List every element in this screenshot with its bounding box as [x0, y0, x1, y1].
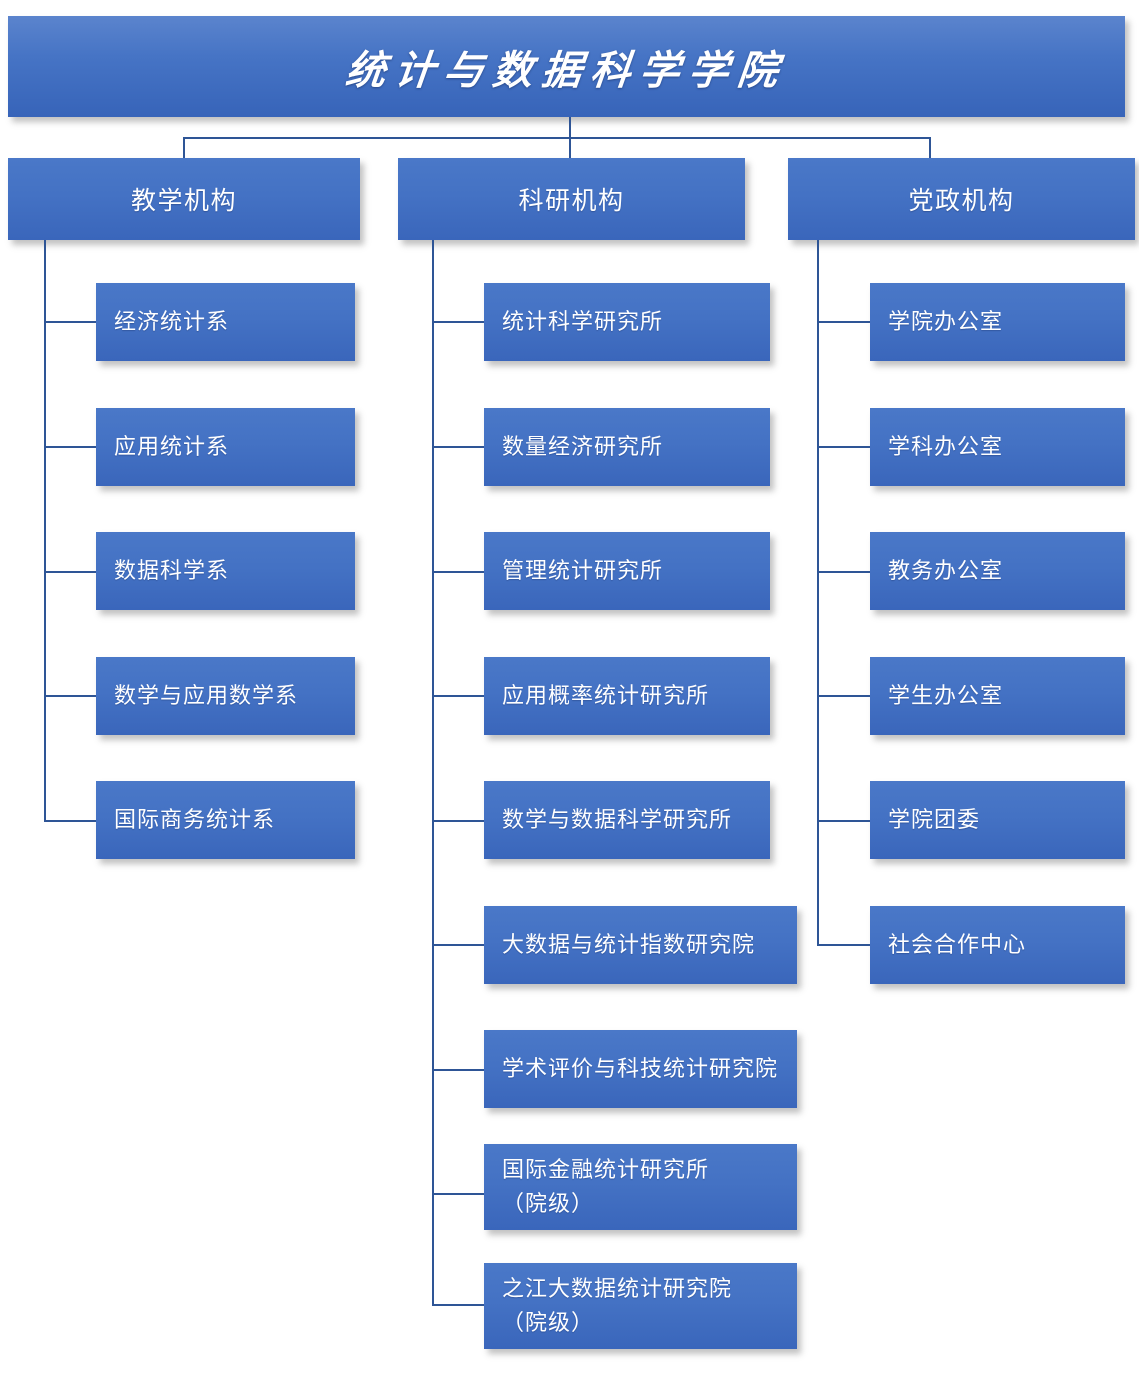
connector-root-stem [569, 117, 571, 138]
connector-elbow-research-1 [432, 446, 484, 448]
leaf-administration-4[interactable]: 学院团委 [870, 781, 1125, 859]
connector-elbow-teaching-4 [44, 820, 96, 822]
leaf-label: 应用统计系 [114, 433, 230, 459]
leaf-administration-3[interactable]: 学生办公室 [870, 657, 1125, 735]
leaf-administration-0[interactable]: 学院办公室 [870, 283, 1125, 361]
connector-to-branch-teaching [183, 137, 185, 158]
branch-header-research[interactable]: 科研机构 [398, 158, 745, 240]
connector-elbow-teaching-1 [44, 446, 96, 448]
leaf-label: 学院团委 [888, 806, 981, 832]
leaf-label: 国际金融统计研究所 （院级） [502, 1156, 710, 1216]
leaf-label: 国际商务统计系 [114, 806, 276, 832]
connector-elbow-administration-3 [817, 695, 870, 697]
connector-elbow-teaching-2 [44, 571, 96, 573]
connector-elbow-research-6 [432, 1069, 484, 1071]
leaf-administration-1[interactable]: 学科办公室 [870, 408, 1125, 486]
connector-elbow-administration-1 [817, 446, 870, 448]
branch-label-teaching: 教学机构 [130, 188, 237, 215]
connector-elbow-research-8 [432, 1304, 484, 1306]
leaf-label: 统计科学研究所 [502, 308, 664, 334]
connector-elbow-research-0 [432, 321, 484, 323]
connector-elbow-research-4 [432, 820, 484, 822]
leaf-label: 数据科学系 [114, 557, 230, 583]
leaf-teaching-3[interactable]: 数学与应用数学系 [96, 657, 355, 735]
leaf-administration-5[interactable]: 社会合作中心 [870, 906, 1125, 984]
connector-to-branch-administration [929, 137, 931, 158]
branch-label-research: 科研机构 [518, 188, 625, 215]
leaf-label: 学院办公室 [888, 308, 1004, 334]
connector-spine-research [432, 240, 434, 1305]
connector-spine-administration [817, 240, 819, 945]
leaf-teaching-2[interactable]: 数据科学系 [96, 532, 355, 610]
leaf-research-5[interactable]: 大数据与统计指数研究院 [484, 906, 797, 984]
connector-elbow-research-3 [432, 695, 484, 697]
connector-elbow-administration-0 [817, 321, 870, 323]
leaf-label: 大数据与统计指数研究院 [502, 931, 756, 957]
branch-header-administration[interactable]: 党政机构 [788, 158, 1135, 240]
leaf-label: 社会合作中心 [888, 931, 1027, 957]
connector-elbow-research-7 [432, 1193, 484, 1195]
leaf-label: 学生办公室 [888, 682, 1004, 708]
leaf-research-6[interactable]: 学术评价与科技统计研究院 [484, 1030, 797, 1108]
branch-label-administration: 党政机构 [908, 188, 1015, 215]
connector-elbow-research-5 [432, 944, 484, 946]
leaf-label: 经济统计系 [114, 308, 230, 334]
connector-to-branch-research [569, 137, 571, 158]
leaf-research-1[interactable]: 数量经济研究所 [484, 408, 770, 486]
connector-elbow-teaching-3 [44, 695, 96, 697]
leaf-teaching-1[interactable]: 应用统计系 [96, 408, 355, 486]
leaf-research-7[interactable]: 国际金融统计研究所 （院级） [484, 1144, 797, 1230]
connector-elbow-administration-2 [817, 571, 870, 573]
leaf-label: 教务办公室 [888, 557, 1004, 583]
connector-elbow-research-2 [432, 571, 484, 573]
leaf-research-2[interactable]: 管理统计研究所 [484, 532, 770, 610]
page-title: 统计与数据科学学院 [343, 47, 789, 93]
leaf-label: 应用概率统计研究所 [502, 682, 710, 708]
leaf-research-8[interactable]: 之江大数据统计研究院 （院级） [484, 1263, 797, 1349]
connector-root-bus [183, 137, 931, 139]
leaf-label: 学术评价与科技统计研究院 [502, 1055, 779, 1081]
org-title-box[interactable]: 统计与数据科学学院 [8, 16, 1125, 117]
leaf-research-3[interactable]: 应用概率统计研究所 [484, 657, 770, 735]
leaf-label: 数学与数据科学研究所 [502, 806, 733, 832]
leaf-research-0[interactable]: 统计科学研究所 [484, 283, 770, 361]
leaf-label: 之江大数据统计研究院 （院级） [502, 1275, 733, 1335]
leaf-teaching-4[interactable]: 国际商务统计系 [96, 781, 355, 859]
leaf-administration-2[interactable]: 教务办公室 [870, 532, 1125, 610]
leaf-teaching-0[interactable]: 经济统计系 [96, 283, 355, 361]
leaf-label: 学科办公室 [888, 433, 1004, 459]
branch-header-teaching[interactable]: 教学机构 [8, 158, 360, 240]
leaf-label: 数量经济研究所 [502, 433, 664, 459]
connector-elbow-teaching-0 [44, 321, 96, 323]
connector-spine-teaching [44, 240, 46, 822]
leaf-label: 数学与应用数学系 [114, 682, 299, 708]
leaf-research-4[interactable]: 数学与数据科学研究所 [484, 781, 770, 859]
leaf-label: 管理统计研究所 [502, 557, 664, 583]
connector-elbow-administration-4 [817, 820, 870, 822]
connector-elbow-administration-5 [817, 944, 870, 946]
